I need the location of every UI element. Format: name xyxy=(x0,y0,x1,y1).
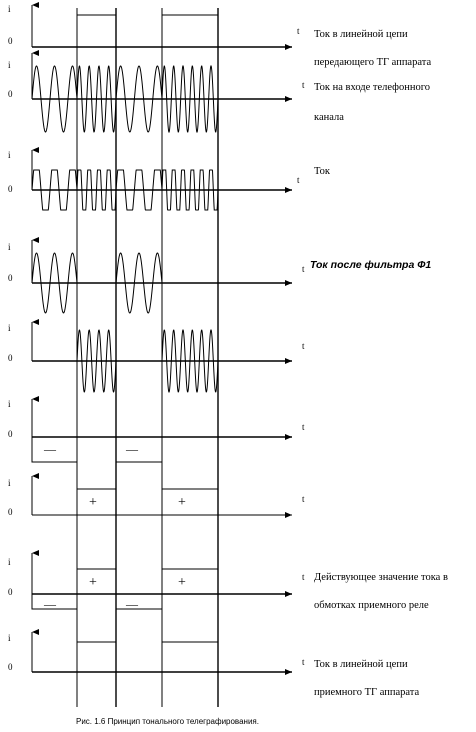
panel-rectified-f1: i 0 t — — xyxy=(8,396,305,463)
figure-caption: Рис. 1.6 Принцип тонального телеграфиров… xyxy=(76,717,259,726)
axis-label-t: t xyxy=(302,341,305,351)
panel-label-line-1: Ток на входе телефонного xyxy=(314,82,430,93)
panel-label-line-2: обмотках приемного реле xyxy=(314,600,429,611)
panel-telephone-channel-input: i 0 t Ток на входе телефонного канала xyxy=(8,50,430,134)
axis-label-zero: 0 xyxy=(8,353,13,363)
axis-label-t: t xyxy=(302,264,305,274)
signal-positive-pulses xyxy=(76,488,219,515)
axis-label-zero: 0 xyxy=(8,89,13,99)
axis-label-zero: 0 xyxy=(8,273,13,283)
minus-sign: — xyxy=(125,442,139,456)
axis-label-i: i xyxy=(8,323,11,333)
panel-label-line-1: Ток xyxy=(314,166,331,177)
signal-low-frequency-bursts xyxy=(31,252,163,314)
panel-rectified-f2: i 0 t + + xyxy=(8,473,305,518)
panel-current: i 0 t Ток xyxy=(8,147,331,211)
panel-label-line-1: Ток в линейной цепи xyxy=(314,659,408,670)
axis-label-zero: 0 xyxy=(8,662,13,672)
signal-negative-pulses xyxy=(31,437,163,463)
axis-label-t: t xyxy=(302,494,305,504)
axis-label-zero: 0 xyxy=(8,184,13,194)
panel-line-current-receiver: i 0 t Ток в линейной цепи приемного ТГ а… xyxy=(8,629,419,698)
axis-label-i: i xyxy=(8,478,11,488)
panel-line-current-transmitter: i 0 t Ток в линейной цепи передающего ТГ… xyxy=(8,2,431,68)
plus-sign: + xyxy=(178,495,186,510)
axis-label-zero: 0 xyxy=(8,429,13,439)
axis-label-t: t xyxy=(302,572,305,582)
panel-label-line-2: передающего ТГ аппарата xyxy=(314,57,431,68)
signal-bipolar-pulses xyxy=(31,568,219,610)
plus-sign: + xyxy=(89,495,97,510)
axis-label-t: t xyxy=(297,26,300,36)
plus-sign: + xyxy=(178,575,186,590)
plus-sign: + xyxy=(89,575,97,590)
axis-label-i: i xyxy=(8,4,11,14)
axis-label-i: i xyxy=(8,242,11,252)
axis-label-i: i xyxy=(8,399,11,409)
minus-sign: — xyxy=(125,597,139,611)
axis-label-zero: 0 xyxy=(8,36,13,46)
panel-after-filter-f2: i 0 t xyxy=(8,319,305,394)
signal-clipped-wave xyxy=(31,169,219,211)
axis-label-t: t xyxy=(302,657,305,667)
panel-label-line-1: Действующее значение тока в xyxy=(314,572,448,583)
axis-label-zero: 0 xyxy=(8,507,13,517)
axis-label-i: i xyxy=(8,60,11,70)
panel-label-line-2: канала xyxy=(314,112,344,123)
waveform-path xyxy=(76,328,219,394)
axis-label-i: i xyxy=(8,557,11,567)
panel-label-line-1: Ток после фильтра Ф1 xyxy=(310,259,431,271)
axis-label-zero: 0 xyxy=(8,587,13,597)
axis-label-i: i xyxy=(8,633,11,643)
signal-square-pulses xyxy=(76,641,219,672)
axis-label-t: t xyxy=(302,422,305,432)
waveform-path xyxy=(31,169,219,211)
waveform-path xyxy=(31,252,163,314)
signal-two-frequency-wave xyxy=(31,64,219,134)
panel-label-line-1: Ток в линейной цепи xyxy=(314,29,408,40)
panel-label-line-2: приемного ТГ аппарата xyxy=(314,687,419,698)
panel-after-filter-f1: i 0 t Ток после фильтра Ф1 xyxy=(8,237,431,314)
time-boundary-guides xyxy=(76,8,219,707)
axis-label-i: i xyxy=(8,150,11,160)
waveform-path xyxy=(31,64,219,134)
minus-sign: — xyxy=(43,442,57,456)
minus-sign: — xyxy=(43,597,57,611)
axis-label-t: t xyxy=(297,175,300,185)
signal-square-pulses xyxy=(32,14,219,48)
panel-relay-winding-effective: i 0 t — — + + Действующее значение тока … xyxy=(8,550,448,611)
axis-label-t: t xyxy=(302,80,305,90)
signal-high-frequency-bursts xyxy=(76,328,219,394)
